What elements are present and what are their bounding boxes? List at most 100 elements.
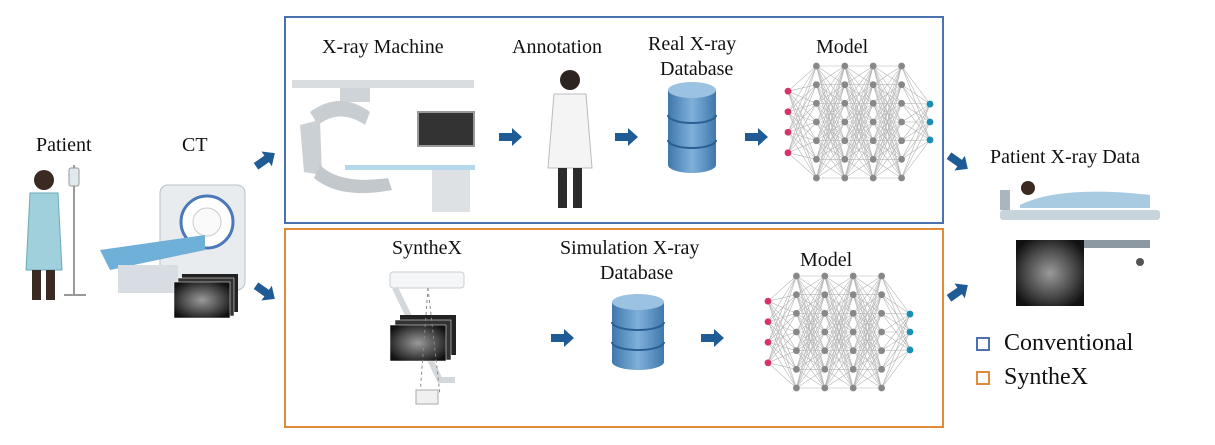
model-bottom-node-h [878, 309, 885, 317]
model-top-node-in [784, 149, 792, 157]
model-top-edge [787, 91, 817, 179]
model-bottom-node-h [878, 365, 885, 373]
ct-label: CT [182, 134, 208, 156]
model-top-edge [787, 91, 817, 160]
model-bottom-edge [767, 350, 797, 364]
model-top-edge [787, 65, 817, 112]
model-top-node-in [784, 87, 792, 95]
model-bottom-edge [796, 275, 825, 295]
model-top-node-h [813, 174, 820, 182]
synthex-panel [284, 228, 944, 428]
model-bottom-node-h [821, 347, 829, 355]
model-bottom-node-out [906, 346, 914, 354]
model-bottom-edge [881, 313, 911, 333]
ct-scanner-icon [100, 184, 246, 293]
model-bottom-edge [767, 342, 797, 370]
model-top-edge [873, 159, 902, 179]
arrow-annotation-to-db-icon [615, 128, 638, 146]
model-top-edge [901, 103, 931, 179]
model-top-edge [872, 65, 902, 160]
flow-arrows [253, 128, 968, 347]
model-bottom-edge [796, 275, 826, 370]
patient-xray-image-icon [1016, 240, 1084, 306]
model-bottom-edge [881, 331, 911, 389]
model-bottom-edge [767, 294, 797, 363]
model-top-edge [901, 84, 931, 105]
model-bottom-edge [824, 350, 854, 389]
model-bottom-node-h [793, 291, 800, 299]
model-top-node-in [784, 108, 792, 116]
model-top-edge [901, 103, 931, 141]
model-bottom-edge [881, 313, 911, 389]
model-bottom-edge [824, 331, 854, 389]
model-top-edge [872, 121, 902, 179]
model-bottom-node-h [849, 384, 857, 392]
model-bottom-edge [767, 294, 797, 322]
model-top-node-out [926, 136, 934, 144]
model-top-edge [787, 121, 817, 154]
legend-label-synthex: SyntheX [1004, 364, 1088, 390]
model-bottom-edge [767, 341, 797, 351]
model-bottom-node-h [849, 328, 857, 336]
model-bottom-edge [796, 275, 826, 314]
model-bottom-node-h [821, 328, 829, 336]
model-top-edge [787, 103, 817, 153]
model-top-node-h [813, 81, 820, 89]
model-top-node-h [898, 118, 905, 126]
model-top-edge [844, 65, 874, 123]
model-bottom-edge [852, 275, 882, 389]
model-bottom-edge [767, 331, 797, 364]
model-bottom-edge [767, 275, 797, 343]
model-bottom-edge [767, 275, 797, 322]
model-top-edge [872, 140, 902, 179]
model-bottom-edge [824, 275, 854, 333]
model-top-edge [787, 132, 817, 160]
model-top-edge [787, 121, 817, 133]
model-bottom-label: Model [800, 249, 853, 271]
model-top-edge [844, 65, 874, 85]
model-bottom-edge [767, 321, 797, 351]
model-top-node-h [813, 99, 820, 107]
model-top-node-h [898, 99, 905, 107]
model-top-edge [872, 103, 902, 179]
model-top-edge [816, 65, 846, 123]
arrow-db-to-model-icon [745, 128, 768, 146]
model-bottom-edge [824, 275, 854, 295]
model-top-node-h [841, 81, 849, 89]
arrow-synthex-model-to-patient-icon [946, 283, 968, 302]
sim-db-label-line2: Database [600, 262, 674, 284]
model-bottom-edge [881, 294, 911, 315]
real-db-label-line2: Database [660, 58, 734, 80]
model-top-edge [787, 103, 817, 113]
model-bottom-edge [767, 331, 797, 343]
model-bottom-edge [852, 275, 882, 370]
model-top-node-h [813, 62, 820, 70]
model-bottom-node-h [878, 272, 885, 280]
model-bottom-node-h [849, 291, 857, 299]
model-top-node-h [869, 81, 877, 89]
model-top-edge [787, 111, 817, 179]
model-bottom-node-h [878, 328, 885, 336]
model-bottom-node-h [793, 347, 800, 355]
model-top-node-out [926, 118, 934, 126]
model-bottom-edge [796, 275, 826, 351]
model-top-edge [872, 65, 902, 141]
model-top-edge [844, 140, 874, 179]
model-bottom-node-h [821, 272, 829, 280]
model-bottom-edge [853, 275, 882, 295]
model-bottom-edge [767, 321, 797, 389]
legend-swatch-synthex [976, 370, 990, 385]
model-bottom-edge [767, 313, 797, 343]
model-top-node-h [841, 118, 849, 126]
model-bottom-node-h [793, 384, 800, 392]
model-bottom-edge [852, 275, 882, 333]
model-top-edge [844, 65, 874, 160]
model-top-edge [844, 84, 874, 179]
model-bottom-edge [796, 350, 826, 389]
model-bottom-edge [796, 294, 826, 389]
legend-item-synthex: SyntheX [976, 364, 1088, 391]
model-bottom-node-h [821, 291, 829, 299]
model-bottom-node-out [906, 310, 914, 318]
model-bottom-edge [767, 275, 797, 363]
